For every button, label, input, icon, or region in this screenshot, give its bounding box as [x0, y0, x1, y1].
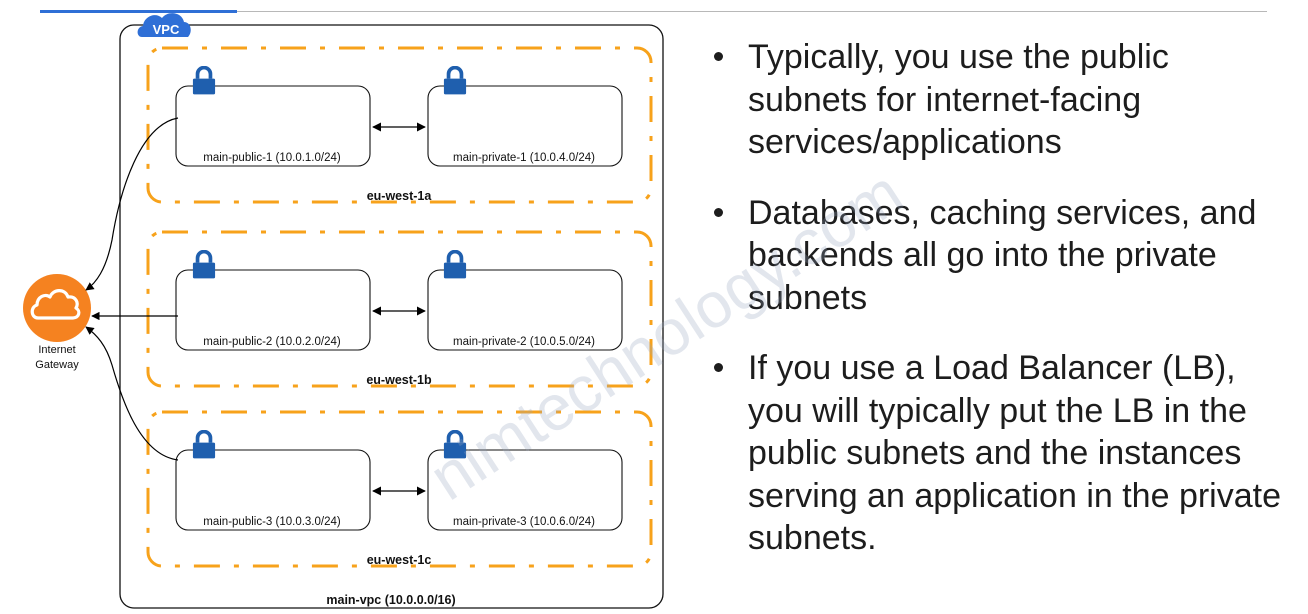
- bullet-text: Typically, you use the public subnets fo…: [748, 38, 1169, 161]
- private-subnet-box[interactable]: [427, 85, 623, 167]
- title-divider: [237, 11, 1267, 12]
- route-public-1-to-gateway: [85, 117, 179, 291]
- private-subnet-label: main-private-3 (10.0.6.0/24): [453, 516, 595, 528]
- lock-icon: [192, 250, 216, 279]
- vpc-label: main-vpc (10.0.0.0/16): [326, 593, 455, 607]
- availability-zone-label: eu-west-1a: [367, 189, 433, 203]
- route-public-3-to-gateway: [85, 326, 179, 461]
- availability-zone-label: eu-west-1c: [367, 553, 432, 567]
- internet-gateway-label-line1: Internet: [38, 344, 75, 356]
- internet-gateway-label-line2: Gateway: [35, 359, 79, 371]
- availability-zone-3: main-public-3 (10.0.3.0/24) main-private-…: [146, 410, 653, 568]
- internet-gateway[interactable]: Internet Gateway: [23, 274, 91, 371]
- bullet-dot: [714, 207, 723, 217]
- bullet-list: Typically, you use the public subnets fo…: [712, 36, 1282, 588]
- bullet-item: If you use a Load Balancer (LB), you wil…: [712, 347, 1282, 560]
- lock-icon: [192, 66, 216, 95]
- bullet-dot: [714, 363, 723, 372]
- bullet-text: Databases, caching services, and backend…: [748, 193, 1257, 317]
- lock-icon: [443, 250, 467, 279]
- availability-zone-border: [146, 410, 653, 568]
- availability-zone-2: main-public-2 (10.0.2.0/24) main-private-…: [146, 230, 653, 388]
- cloud-icon: [30, 289, 81, 320]
- internet-gateway-circle: [23, 274, 91, 342]
- lock-icon: [443, 430, 467, 459]
- availability-zone-border: [146, 230, 653, 388]
- public-subnet-box[interactable]: [175, 85, 371, 167]
- availability-zone-border: [146, 46, 653, 204]
- title-underline-accent: [40, 10, 237, 13]
- bullet-item: Databases, caching services, and backend…: [712, 192, 1282, 320]
- private-subnet-box[interactable]: [427, 449, 623, 531]
- bullet-text: If you use a Load Balancer (LB), you wil…: [748, 349, 1281, 557]
- bullet-dot: [714, 52, 723, 61]
- public-subnet-label: main-public-1 (10.0.1.0/24): [203, 152, 341, 164]
- vpc-badge: VPC: [137, 13, 191, 38]
- availability-zone-1: main-public-1 (10.0.1.0/24) main-private-…: [146, 46, 653, 204]
- availability-zone-label: eu-west-1b: [366, 373, 432, 387]
- public-subnet-box[interactable]: [175, 269, 371, 351]
- public-subnet-label: main-public-2 (10.0.2.0/24): [203, 336, 341, 348]
- bullet-item: Typically, you use the public subnets fo…: [712, 36, 1282, 164]
- private-subnet-label: main-private-2 (10.0.5.0/24): [453, 336, 595, 348]
- private-subnet-box[interactable]: [427, 269, 623, 351]
- public-subnet-box[interactable]: [175, 449, 371, 531]
- public-subnet-label: main-public-3 (10.0.3.0/24): [203, 516, 341, 528]
- private-subnet-label: main-private-1 (10.0.4.0/24): [453, 152, 595, 164]
- lock-icon: [192, 430, 216, 459]
- vpc-badge-text: VPC: [153, 22, 180, 37]
- lock-icon: [443, 66, 467, 95]
